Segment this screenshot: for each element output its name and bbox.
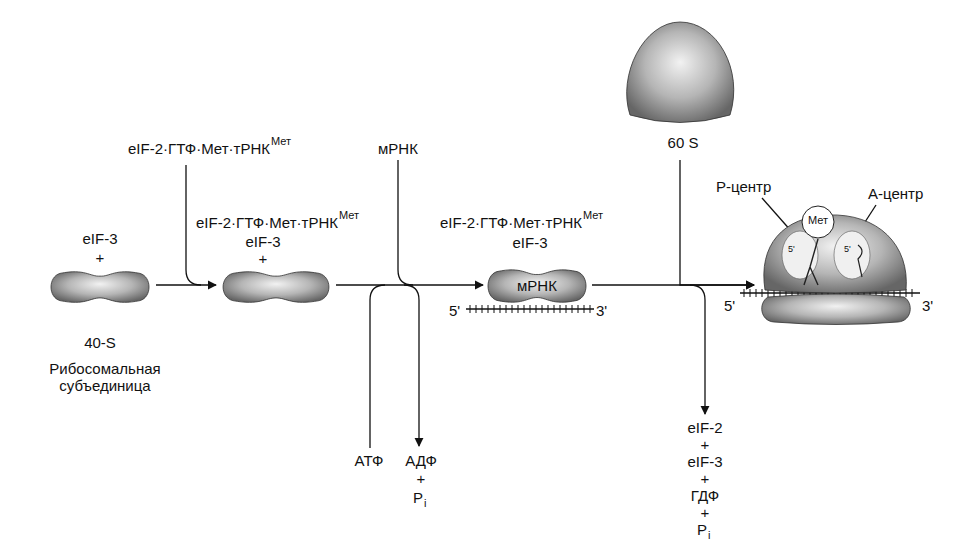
ribosome-subunit: eIF-2·ГТФ·Мет·тРНКМетeIF-3+ (222, 270, 330, 304)
text-label: АТФ (355, 452, 384, 469)
subunit-shape (222, 270, 330, 304)
text-label: i (708, 529, 710, 542)
strand-tick (548, 305, 549, 313)
strand-tick (912, 289, 913, 297)
node-label: мРНК (517, 277, 557, 294)
text-label: АДФ (405, 452, 437, 469)
strand-tick (512, 305, 513, 313)
text-label: i (424, 497, 426, 510)
text-label: eIF-3 (687, 453, 722, 470)
strand-tick (470, 305, 471, 313)
node-label: eIF-3 (245, 233, 280, 250)
strand-tick (530, 305, 531, 313)
node-label: Рибосомальная субъединица (30, 360, 180, 395)
text-label: 5' (724, 297, 735, 314)
ribosome-subunit: МетР-центрА-центр (758, 205, 912, 325)
text-label: 3' (596, 302, 607, 319)
ribosome-subunit: eIF-3+40-SРибосомальная субъединица (50, 270, 150, 304)
amino-acid-circle: Мет (801, 205, 835, 239)
reaction-arrow (336, 284, 483, 285)
node-label: Мет (339, 209, 359, 222)
text-label: 3' (922, 297, 933, 314)
subunit-outline (764, 215, 907, 293)
node-label: А-центр (868, 185, 923, 202)
node-label: Р-центр (716, 178, 771, 195)
strand-tick (590, 305, 591, 313)
strand-tick (584, 305, 585, 313)
text-label: eIF-2·ГТФ·Мет·тРНК (128, 140, 270, 157)
strand-tick (762, 289, 763, 297)
text-label: + (701, 436, 710, 453)
strand-tick (744, 289, 745, 297)
node-label: eIF-2·ГТФ·Мет·тРНК (440, 214, 582, 231)
subunit-shape (758, 205, 912, 325)
text-label: + (701, 470, 710, 487)
strand-tick (566, 305, 567, 313)
text-label: 5' (844, 244, 851, 254)
strand-tick (750, 289, 751, 297)
strand-tick (572, 305, 573, 313)
subunit-shape (50, 270, 150, 304)
strand-tick (542, 305, 543, 313)
strand-tick (554, 305, 555, 313)
subunit-outline (488, 270, 586, 302)
subunit-outline (762, 294, 911, 325)
text-label: 5' (788, 244, 795, 254)
a-site-hook (858, 245, 862, 277)
node-label: eIF-3 (512, 234, 547, 251)
strand-tick (488, 305, 489, 313)
reaction-arrow (156, 284, 216, 285)
subunit-outline (223, 272, 329, 303)
node-label: eIF-2·ГТФ·Мет·тРНК (196, 214, 338, 231)
node-label: Мет (583, 209, 603, 222)
strand-tick (500, 305, 501, 313)
text-label: Мет (271, 135, 291, 148)
node-label: eIF-3 (82, 230, 117, 247)
text-label: P (413, 489, 423, 506)
atp-line (370, 285, 385, 448)
subunit-outline (627, 22, 734, 123)
text-label: мРНК (378, 140, 418, 157)
node-label: 40-S (84, 334, 116, 351)
strand-tick (476, 305, 477, 313)
adp-line (404, 285, 419, 446)
node-label: + (96, 249, 105, 266)
strand-tick (494, 305, 495, 313)
strand-tick (524, 305, 525, 313)
strand-tick (518, 305, 519, 313)
text-label: P (697, 521, 707, 538)
text-label: eIF-2 (687, 419, 722, 436)
ribosome-subunit: eIF-2·ГТФ·Мет·тРНКМетeIF-3мРНК (487, 268, 587, 304)
subunit-outline (51, 272, 149, 303)
trna-symbol (804, 239, 818, 285)
node-label: Мет (808, 214, 828, 227)
strand-tick (506, 305, 507, 313)
mrna-line (398, 160, 413, 285)
ribosome-subunit: 60 S (622, 20, 738, 126)
text-label: 5' (449, 302, 460, 319)
text-label: + (701, 504, 710, 521)
text-label: ГДФ (691, 487, 719, 504)
release-line (690, 285, 705, 414)
node-label: + (259, 250, 268, 267)
strand-tick (482, 305, 483, 313)
met-circle (802, 206, 834, 238)
node-label: 60 S (668, 134, 699, 151)
strand-tick (578, 305, 579, 313)
strand-tick (560, 305, 561, 313)
a-site (834, 231, 870, 279)
strand-tick (536, 305, 537, 313)
strand-tick (756, 289, 757, 297)
text-label: + (417, 470, 426, 487)
subunit-shape (622, 20, 738, 126)
